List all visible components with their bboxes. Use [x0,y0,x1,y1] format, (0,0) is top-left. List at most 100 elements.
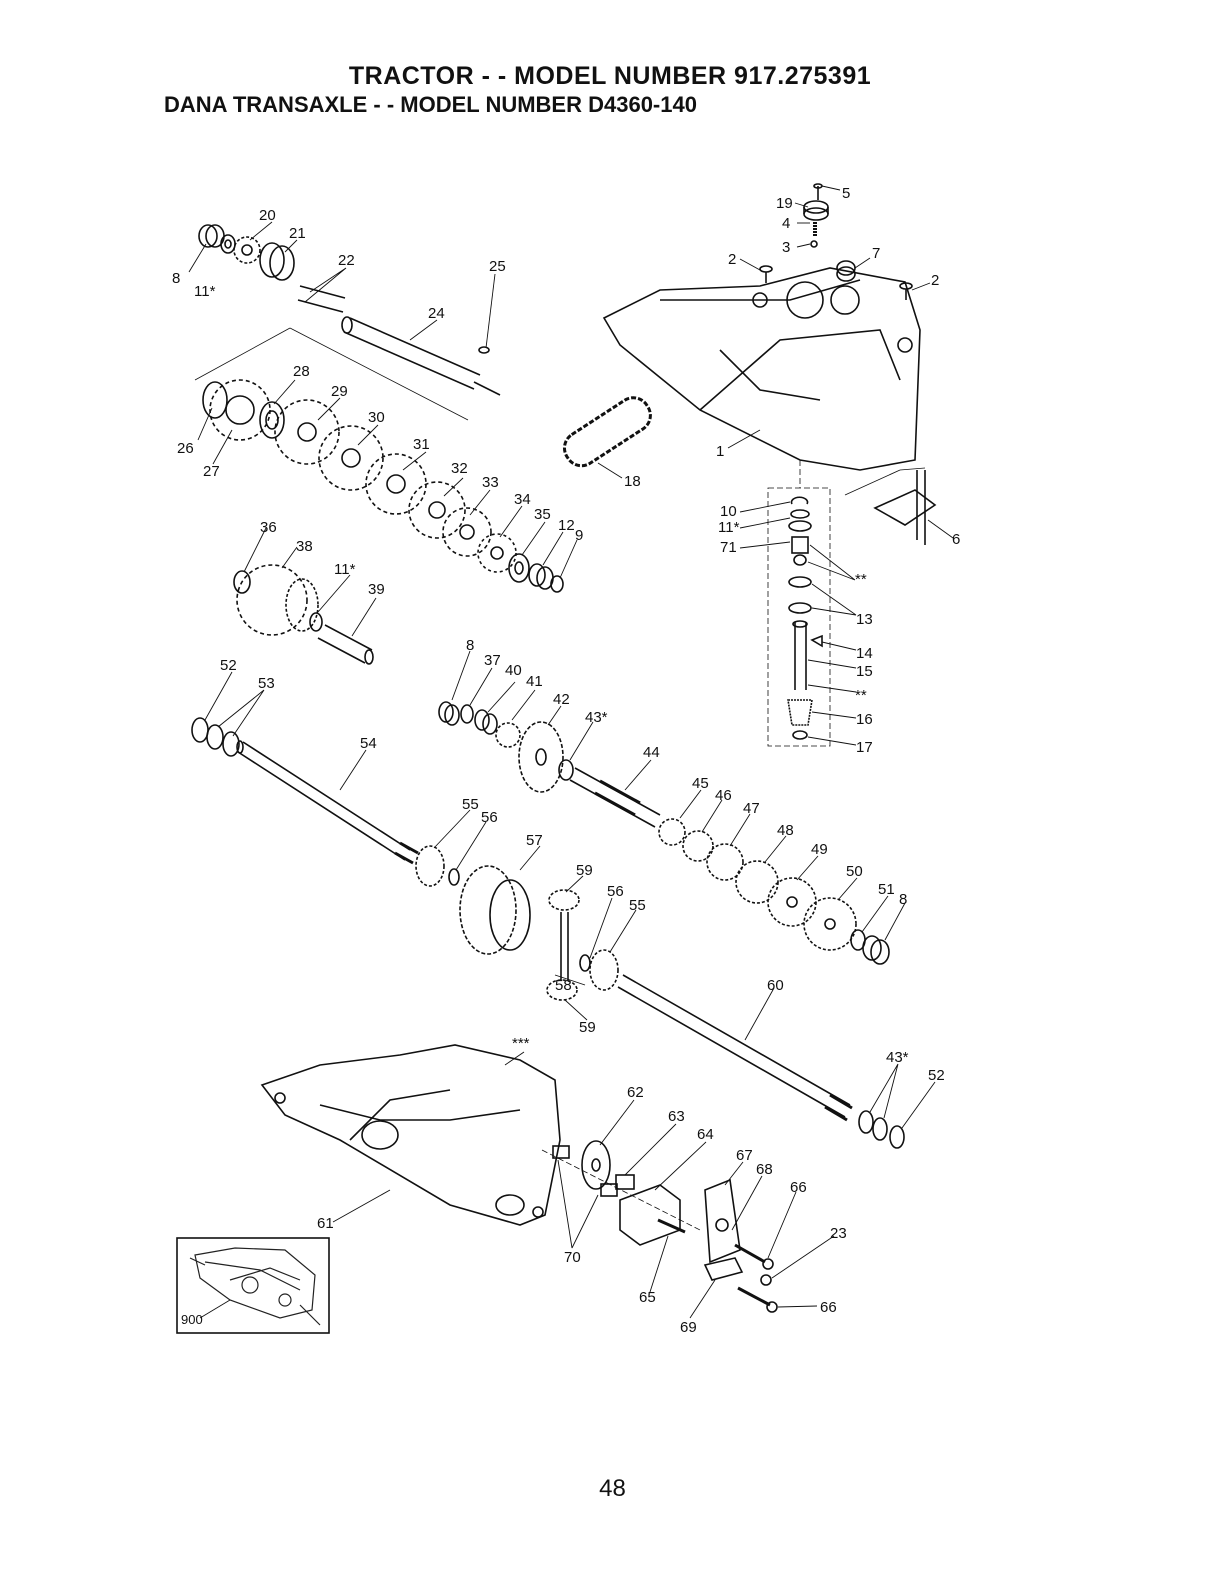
part-label: 8 [172,270,180,287]
retaining-ring-part-10 [790,496,809,505]
bevel-gear-part-55 [415,845,445,887]
bolt-part-2b [899,282,913,300]
part-label: 52 [220,657,237,674]
washers-part-43b-52b [858,1110,905,1149]
part-label: 36 [260,519,277,536]
part-label: 7 [872,245,880,262]
washer-part-43 [558,759,574,781]
part-label: 56 [607,883,624,900]
washer-part-35 [508,553,530,583]
key-part-14 [810,634,823,648]
part-label: 62 [627,1084,644,1101]
part-label: 43* [886,1049,909,1066]
part-label: 49 [811,841,828,858]
part-label: 14 [856,645,873,662]
page-subtitle: DANA TRANSAXLE - - MODEL NUMBER D4360-14… [164,92,697,117]
ring-gear-part-57 [459,865,531,955]
part-label: 61 [317,1215,334,1232]
part-label: 24 [428,305,445,322]
part-label: 1 [716,443,724,460]
part-label: 35 [534,506,551,523]
part-label: 9 [575,527,583,544]
bearing-part-28 [259,401,285,439]
washer-part-9 [550,575,564,593]
part-label: 44 [643,744,660,761]
part-label: 27 [203,463,220,480]
part-label: 65 [639,1289,656,1306]
bolt-part-66b [737,1286,778,1313]
shaft-part-44 [569,767,661,828]
part-label: ** [855,571,867,588]
part-label: 55 [629,897,646,914]
part-label: 59 [579,1019,596,1036]
axle-part-54 [236,740,419,865]
part-label: 21 [289,225,306,242]
lower-case-part-61 [260,1044,561,1226]
part-label: 15 [856,663,873,680]
part-label: 3 [782,239,790,256]
part-label: 11* [718,519,740,536]
gear-part-50 [803,897,857,951]
part-label: 30 [368,409,385,426]
part-label: 55 [462,796,479,813]
part-label: 19 [776,195,793,212]
part-label: 32 [451,460,468,477]
part-label: 40 [505,662,522,679]
part-label: 25 [489,258,506,275]
part-label: 70 [564,1249,581,1266]
part-label: 63 [668,1108,685,1125]
gear-part-29 [274,399,340,465]
part-label: 71 [720,539,737,556]
part-label: 16 [856,711,873,728]
part-label: 29 [331,383,348,400]
washer-part-11b [309,612,323,632]
part-label: 8 [899,891,907,908]
part-label: 42 [553,691,570,708]
pin-part-65 [657,1218,686,1234]
shift-assembly-outline [767,487,831,747]
part-label: 60 [767,977,784,994]
chain-part-18 [562,396,652,468]
part-label: 57 [526,832,543,849]
part-label: 34 [514,491,531,508]
part-label: 51 [878,881,895,898]
part-label: 69 [680,1319,697,1336]
part-label: 66 [820,1299,837,1316]
washer-part-56 [448,868,460,886]
gear-part-45 [658,818,686,846]
gear-part-20 [233,236,261,264]
gear-part-34 [477,533,517,573]
sprocket-part-27 [209,379,271,441]
gear-part-32 [408,481,466,539]
gear-part-49 [767,877,817,927]
spacer-part-40 [474,709,498,735]
gear-part-30 [318,425,384,491]
gear-part-46 [682,830,714,862]
part-label: 47 [743,800,760,817]
part-label: 2 [931,272,939,289]
part-label: 11* [334,561,356,578]
part-label: 54 [360,735,377,752]
part-label: 10 [720,503,737,520]
part-label: 59 [576,862,593,879]
part-label: 45 [692,775,709,792]
part-label: 46 [715,787,732,804]
pinion-part-59a [548,889,580,911]
disc-part-42 [518,721,564,793]
washer-part-11 [220,234,236,254]
brake-disc-part-62 [581,1140,611,1190]
vent-plug-part-19 [803,200,829,221]
shaft-part-24 [341,316,501,396]
part-label: 31 [413,436,430,453]
keys-part-22 [297,285,346,313]
part-label: 64 [697,1126,714,1143]
gear-part-31 [365,453,427,515]
bearing-part-71 [791,536,809,566]
part-number-labels: 8 11* 20 21 22 24 25 26 27 28 29 30 31 3… [172,185,960,1336]
ring-part-26 [202,381,228,419]
ring-part-17 [792,730,808,740]
part-label: 41 [526,673,543,690]
part-label: 17 [856,739,873,756]
bracket-part-67 [704,1178,741,1264]
